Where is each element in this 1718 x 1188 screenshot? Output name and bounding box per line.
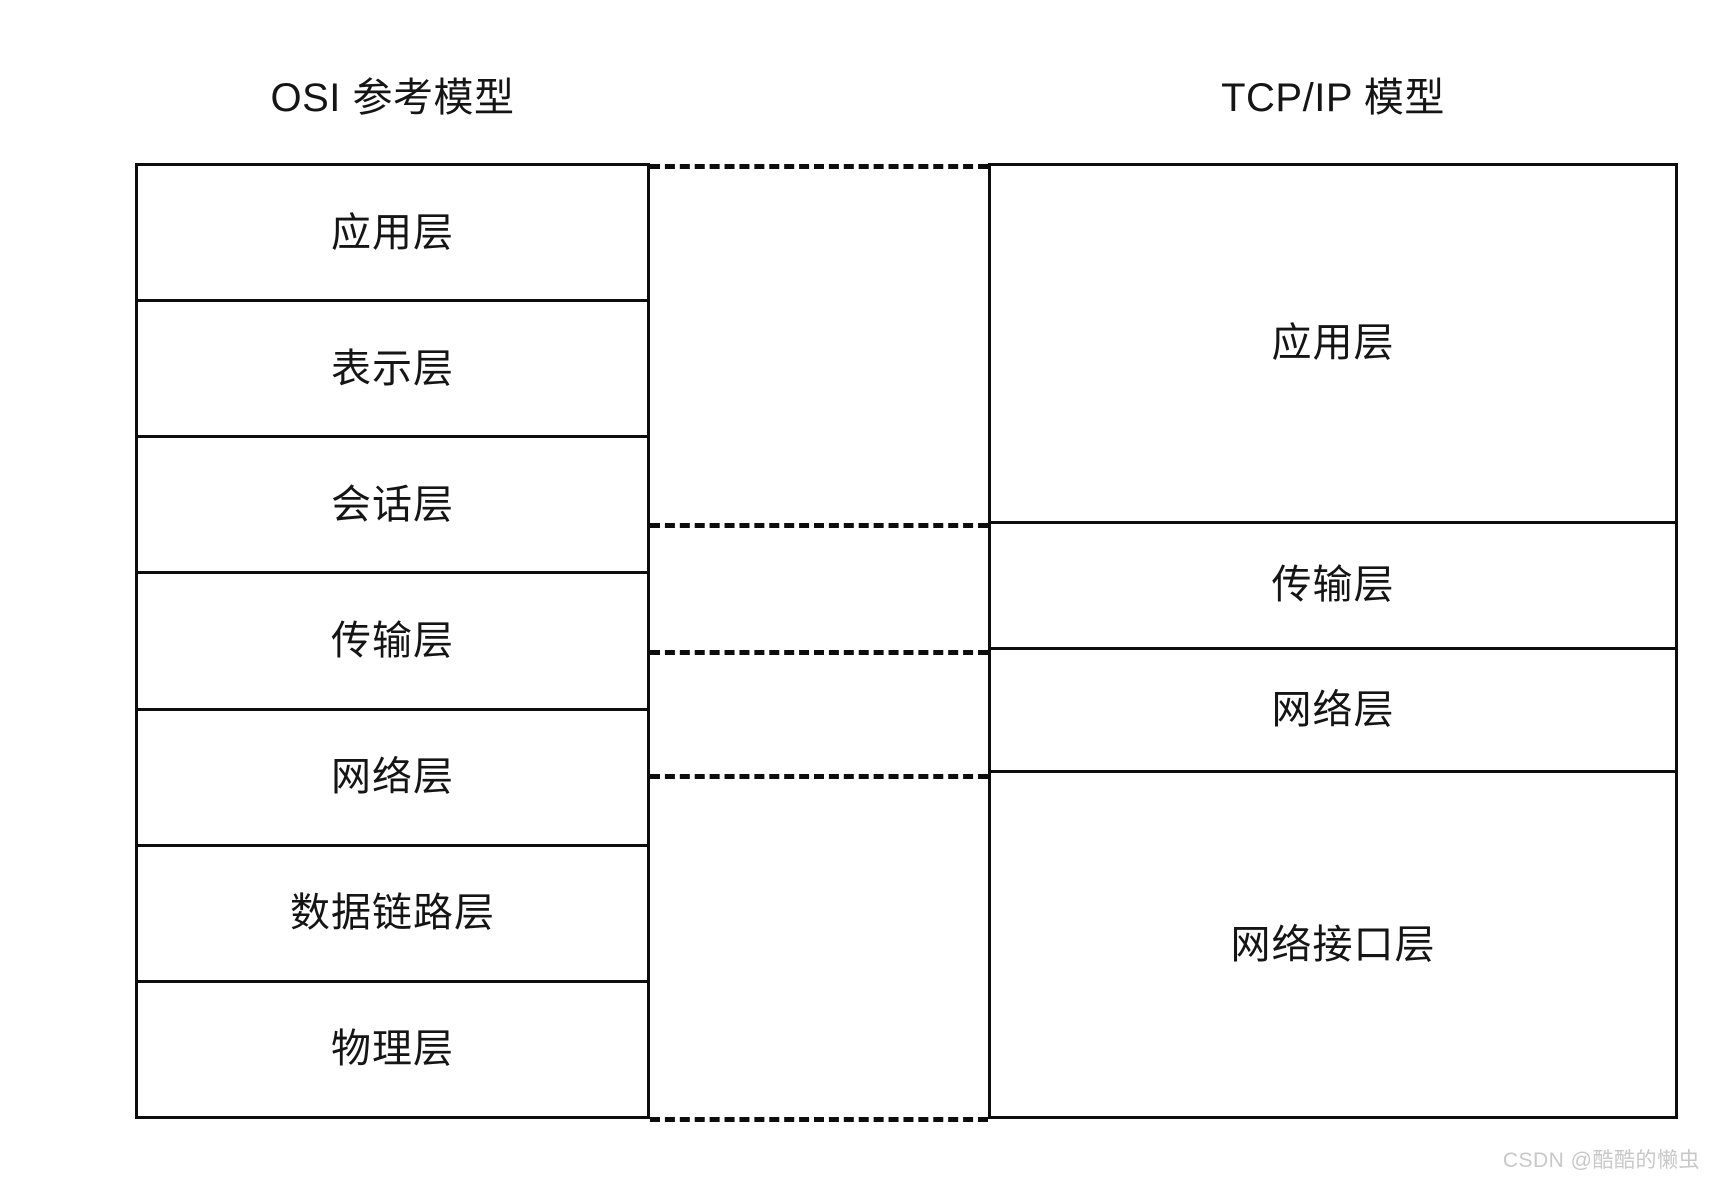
dashed-connector-network-datalink [650,774,988,779]
layer-label: 传输层 [331,618,454,663]
tcpip-layer-network-interface: 网络接口层 [991,773,1675,1116]
dashed-connector-top-boundary [650,164,988,169]
layer-label: 物理层 [331,1027,454,1072]
osi-layer-presentation: 表示层 [138,302,647,439]
osi-layer-session: 会话层 [138,438,647,575]
layer-label: 网络接口层 [1230,922,1436,967]
tcpip-layer-internet: 网络层 [991,649,1675,774]
osi-layer-application: 应用层 [138,166,647,303]
layer-label: 应用层 [1271,321,1395,366]
layer-label: 表示层 [331,346,454,391]
dashed-connector-transport-network [650,650,988,655]
layer-label: 数据链路层 [290,891,495,936]
dashed-connector-session-transport [650,523,988,528]
layer-label: 应用层 [331,210,454,255]
layer-label: 会话层 [331,482,454,527]
osi-layer-stack: 应用层 表示层 会话层 传输层 网络层 数据链路层 物理层 [135,163,650,1119]
osi-layer-transport: 传输层 [138,574,647,711]
layer-label: 传输层 [1271,563,1395,608]
osi-model-title: OSI 参考模型 [270,76,515,120]
tcpip-layer-application: 应用层 [991,166,1675,524]
tcpip-layer-stack: 应用层 传输层 网络层 网络接口层 [988,163,1678,1119]
osi-layer-data-link: 数据链路层 [138,846,647,983]
layer-label: 网络层 [331,755,454,800]
osi-layer-network: 网络层 [138,710,647,847]
source-watermark: CSDN @酷酷的懒虫 [1502,1149,1700,1172]
layer-label: 网络层 [1271,688,1395,733]
dashed-connector-bottom-boundary [650,1117,988,1122]
tcpip-model-title: TCP/IP 模型 [1221,76,1445,120]
tcpip-layer-transport: 传输层 [991,523,1675,650]
osi-layer-physical: 物理层 [138,982,647,1116]
